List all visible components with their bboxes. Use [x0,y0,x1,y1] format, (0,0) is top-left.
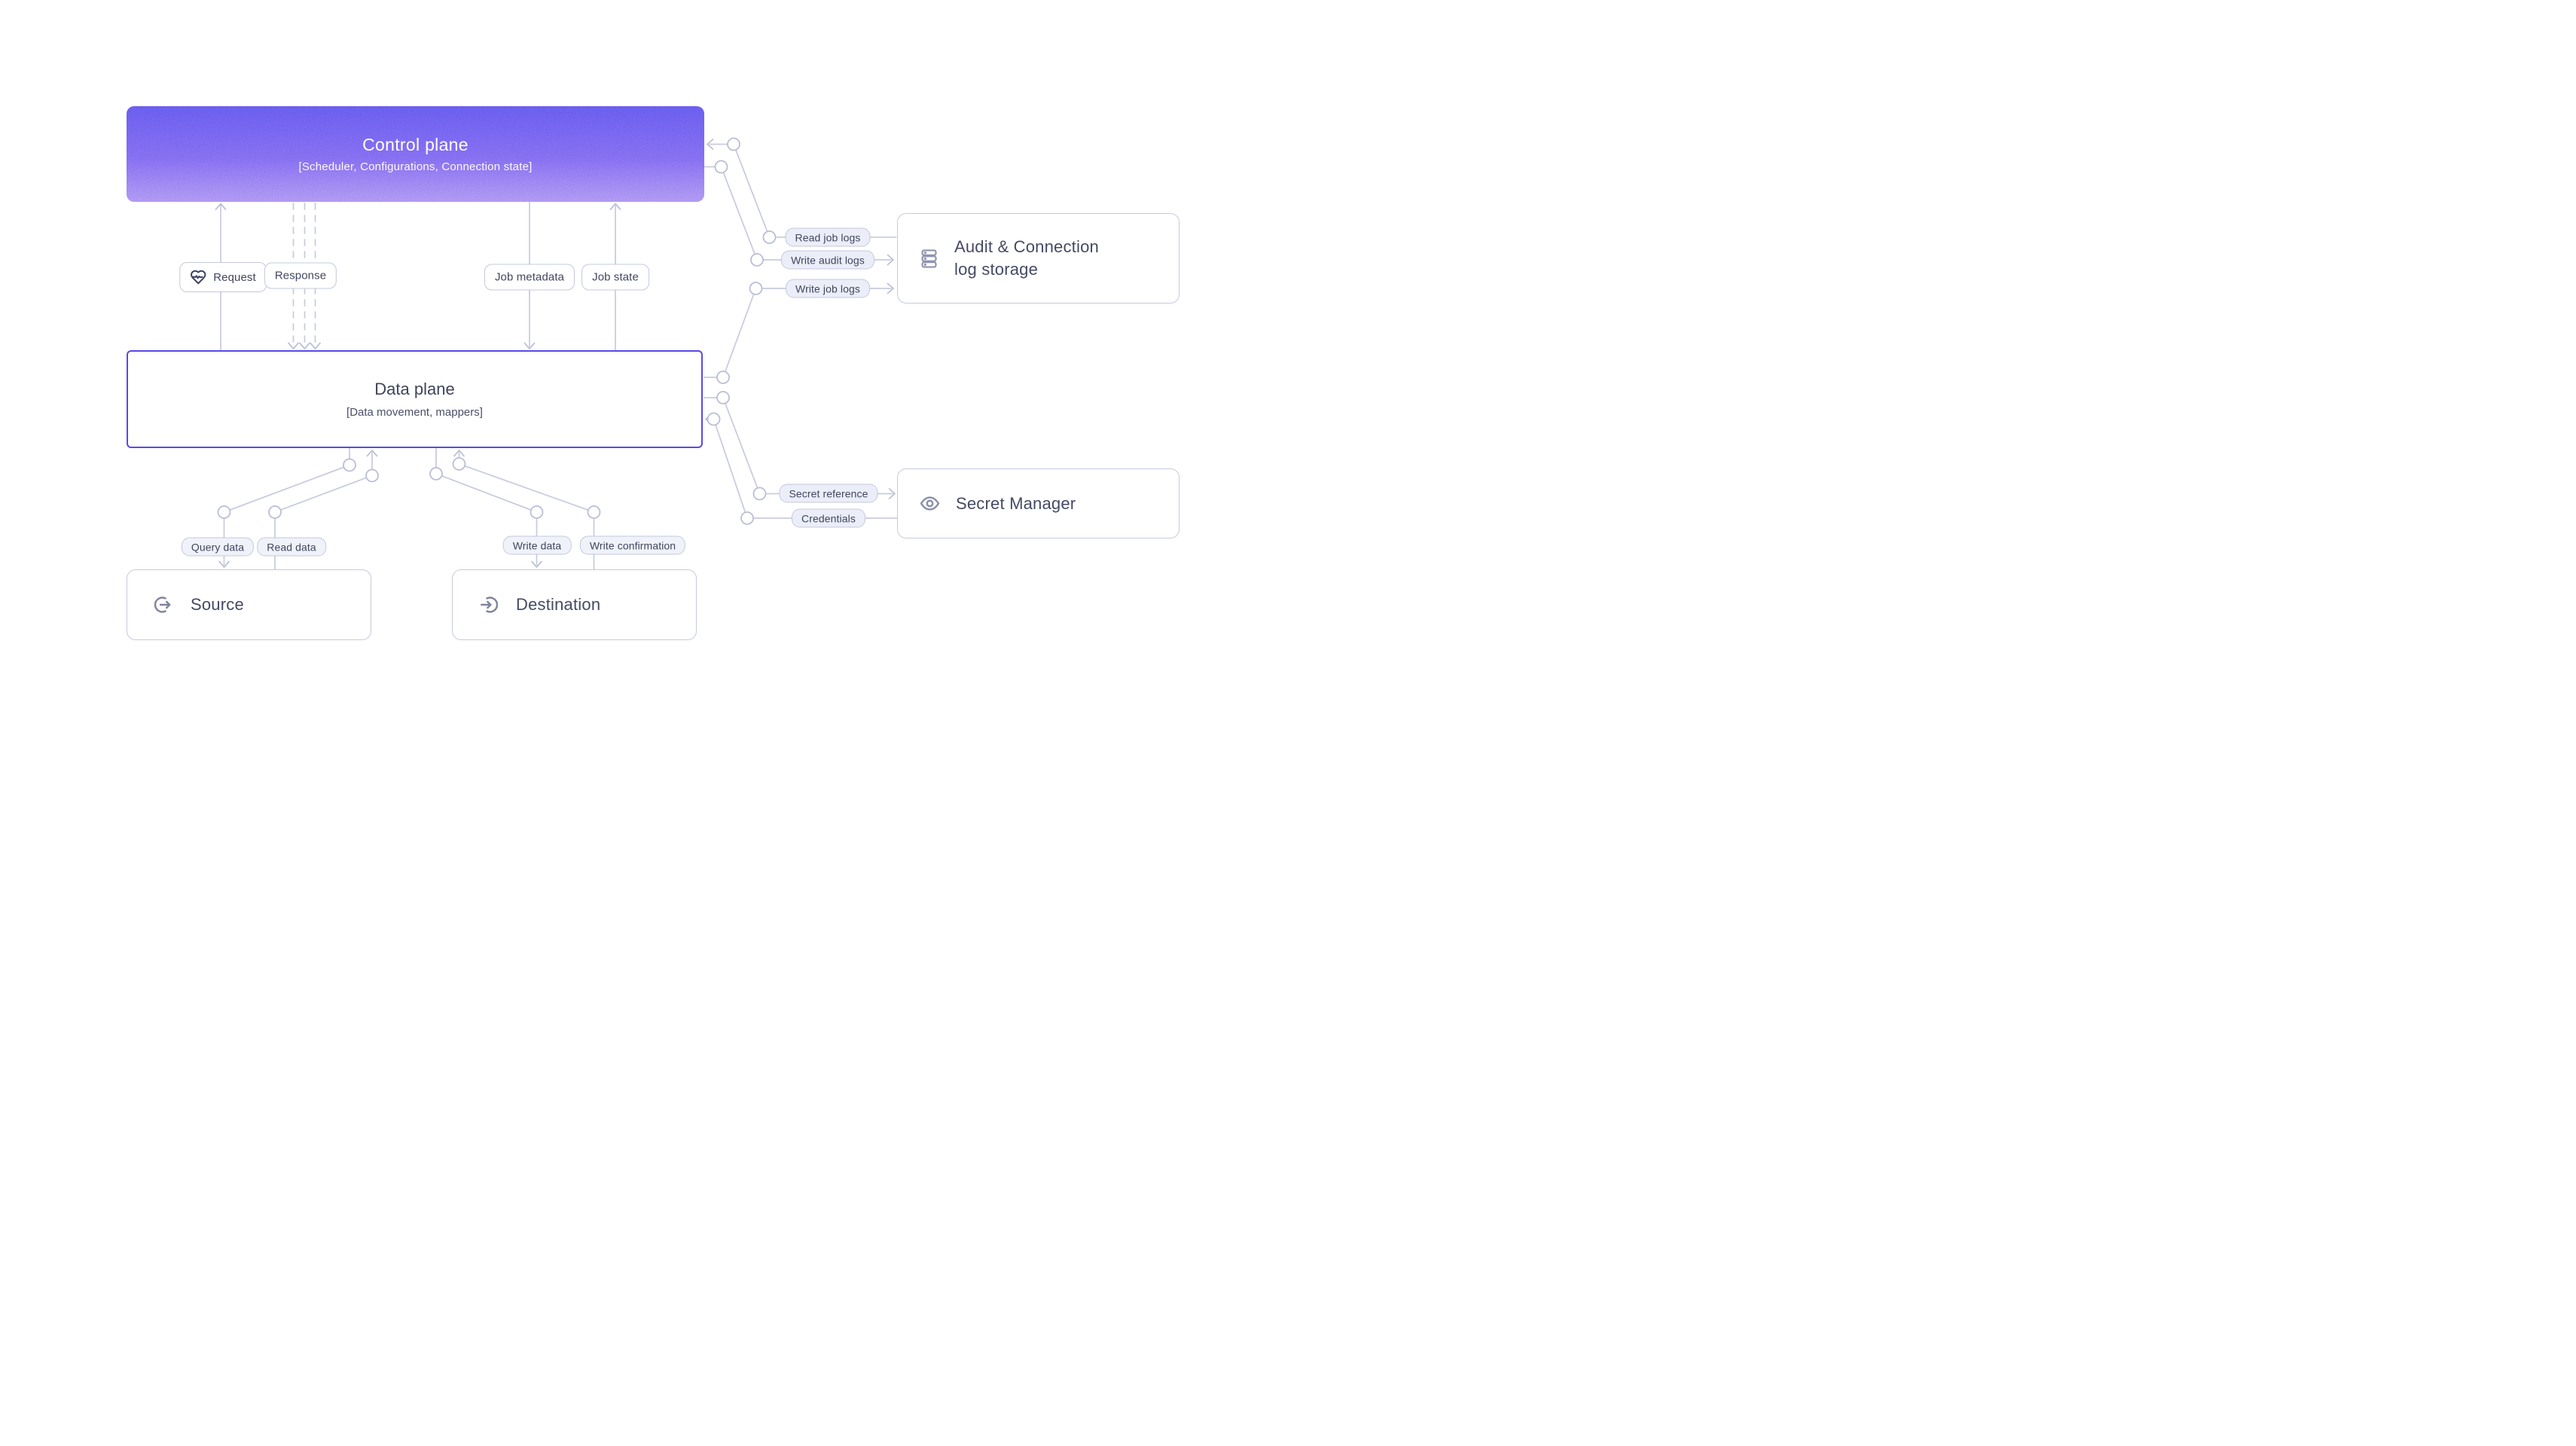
heart-pulse-icon [190,269,206,285]
edge-label-job-state: Job state [581,264,649,291]
destination-box: Destination [452,569,697,640]
edge-label-text: Job state [592,270,639,284]
edge-label-write-audit-logs: Write audit logs [781,250,874,270]
edge-label-write-job-logs: Write job logs [786,279,870,298]
edge-label-read-job-logs: Read job logs [785,227,871,247]
architecture-diagram: Control plane [Scheduler, Configurations… [0,0,1288,723]
audit-label-line1: Audit & Connection [954,237,1099,257]
edge-write-confirmation-arrow [453,450,465,457]
export-arrow-icon [153,594,174,615]
secret-manager-label: Secret Manager [956,493,1076,513]
edge-label-read-data: Read data [257,537,326,557]
edge-label-job-metadata: Job metadata [484,264,575,291]
edge-response-arrows [288,342,321,349]
edge-job-state-arrow [609,203,621,210]
data-plane-subtitle: [Data movement, mappers] [346,406,483,419]
import-arrow-icon [478,594,499,615]
edge-label-text: Job metadata [494,270,565,284]
edge-label-text: Write confirmation [589,539,676,551]
edge-read-job-logs-arrow [707,139,714,150]
edge-label-text: Write job logs [795,282,860,294]
control-plane-title: Control plane [362,135,469,154]
edge-label-text: Read job logs [795,231,861,243]
edge-label-query-data: Query data [181,537,255,557]
edge-label-write-data: Write data [502,535,572,555]
edge-request-arrow [215,203,227,210]
audit-log-storage-box: Audit & Connection log storage [897,213,1180,304]
edge-label-text: Read data [267,541,316,553]
audit-log-storage-label: Audit & Connection log storage [954,236,1099,280]
edge-write-audit-logs-arrow [887,254,894,266]
edge-secret-reference-arrow [888,488,896,499]
audit-label-line2: log storage [954,260,1039,279]
source-box: Source [127,569,371,640]
edge-label-text: Credentials [801,512,856,524]
destination-label: Destination [516,595,601,614]
edge-write-job-logs [704,288,892,378]
junction-nodes [217,137,777,525]
edge-write-data-arrow [531,560,542,568]
edge-label-write-confirmation: Write confirmation [579,535,686,555]
control-plane-box: Control plane [Scheduler, Configurations… [127,106,704,202]
data-plane-title: Data plane [374,380,455,398]
control-plane-subtitle: [Scheduler, Configurations, Connection s… [298,160,533,173]
edge-label-text: Query data [191,541,245,553]
edge-label-text: Write audit logs [791,254,865,266]
edge-label-text: Request [213,270,256,284]
edge-label-text: Response [274,269,327,282]
edge-job-metadata-arrow [523,342,536,349]
eye-icon [919,493,941,514]
edge-write-job-logs-arrow [887,282,894,294]
edge-read-job-logs [709,143,897,238]
edge-secret-reference [704,397,893,495]
edge-label-secret-reference: Secret reference [779,484,878,503]
database-stack-icon [919,249,939,269]
edge-label-request: Request [179,262,267,292]
edge-query-data-arrow [218,560,230,568]
edge-label-text: Write data [512,539,562,551]
secret-manager-box: Secret Manager [897,468,1180,538]
edge-label-credentials: Credentials [792,508,865,528]
edge-read-data-arrow [366,450,378,457]
edge-label-response: Response [264,262,337,289]
source-label: Source [191,595,244,614]
data-plane-box: Data plane [Data movement, mappers] [127,350,703,448]
edge-label-text: Secret reference [789,487,868,499]
